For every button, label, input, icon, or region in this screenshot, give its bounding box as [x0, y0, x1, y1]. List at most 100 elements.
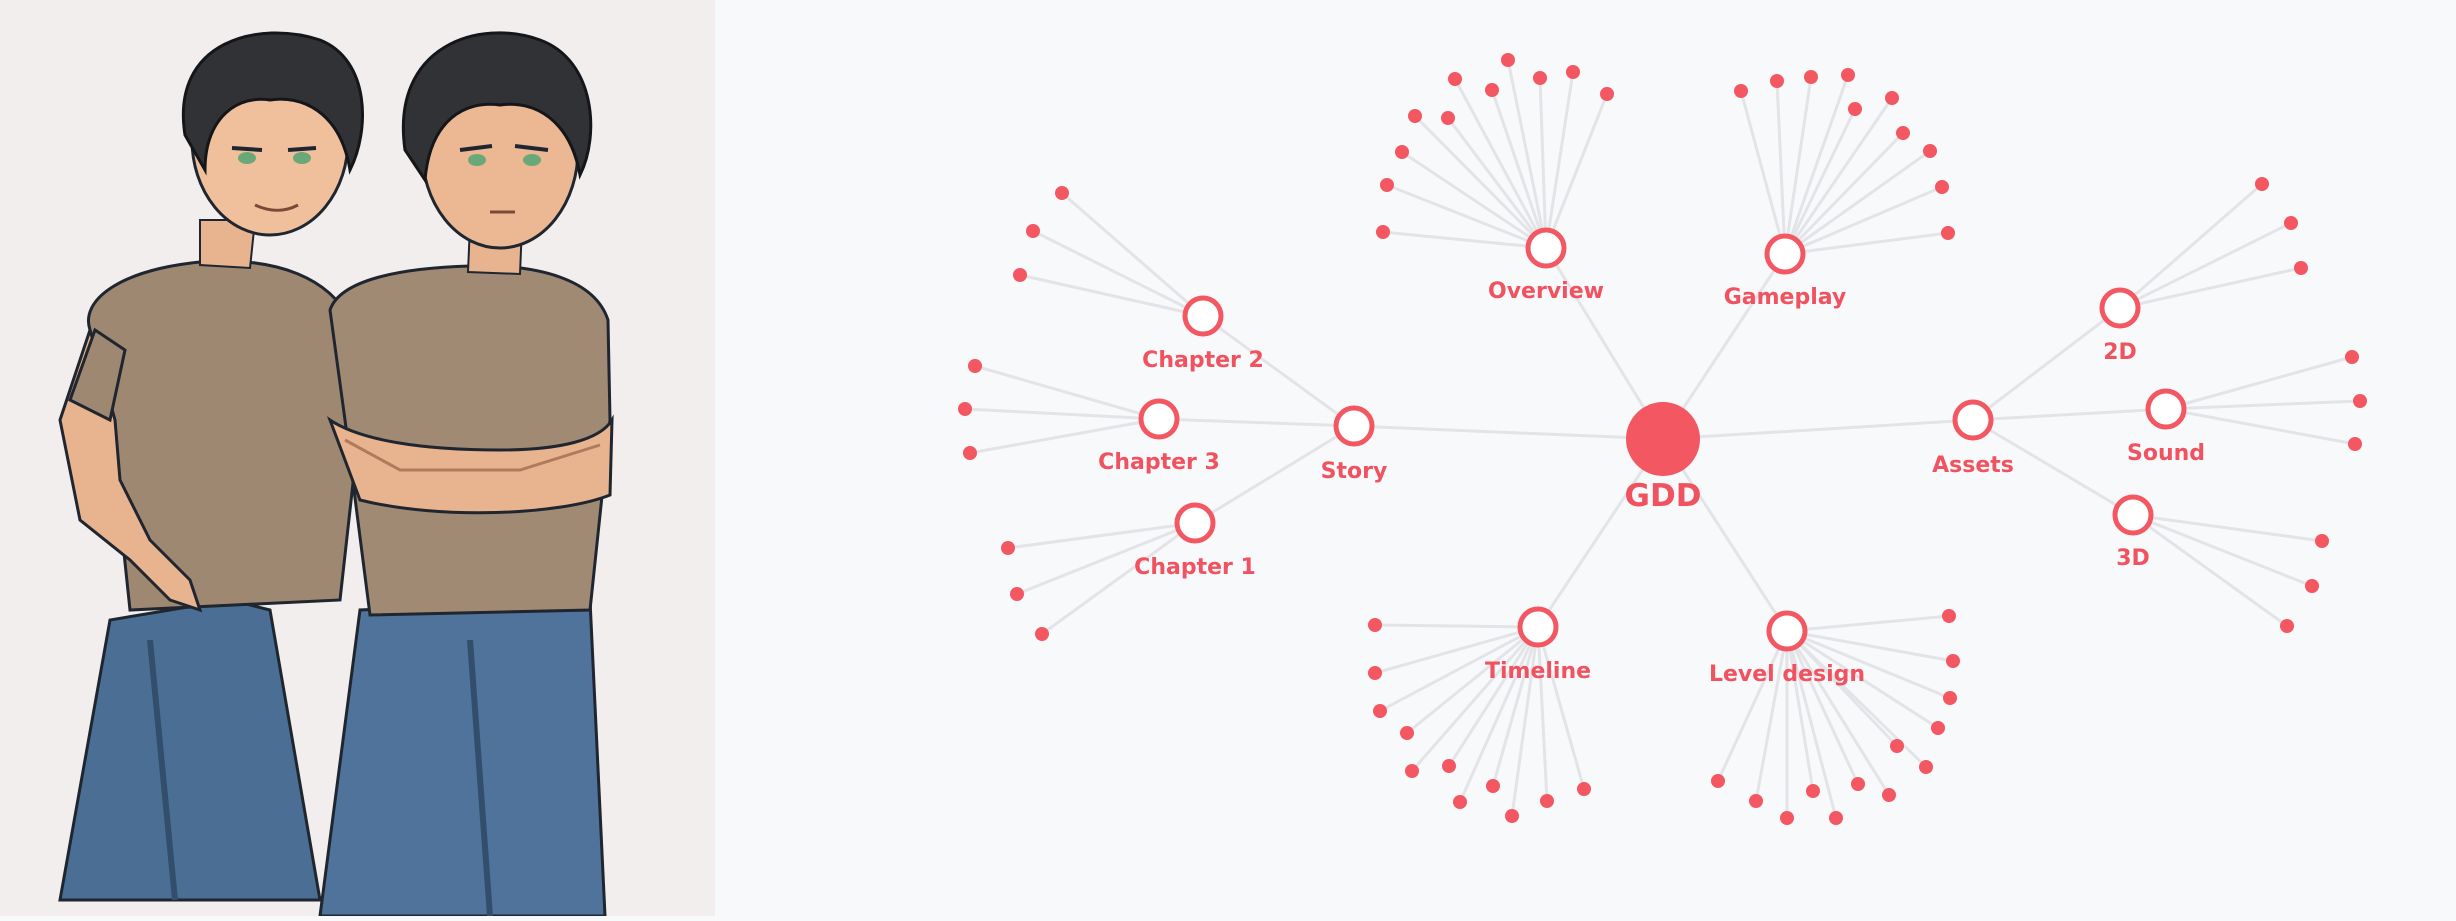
leaf-node[interactable] [1010, 587, 1024, 601]
leaf-node[interactable] [1055, 186, 1069, 200]
leaf-node[interactable] [1711, 774, 1725, 788]
leaf-node[interactable] [1943, 691, 1957, 705]
leaf-node[interactable] [1946, 654, 1960, 668]
leaf-node[interactable] [1935, 180, 1949, 194]
leaf-node[interactable] [2348, 437, 2362, 451]
leaf-node[interactable] [1577, 782, 1591, 796]
edge-root-assets [1662, 418, 1974, 441]
leaf-node[interactable] [1380, 178, 1394, 192]
leaf-node[interactable] [2345, 350, 2359, 364]
leaf-node[interactable] [2305, 579, 2319, 593]
root-node[interactable] [1626, 402, 1700, 476]
leaf-node[interactable] [1885, 91, 1899, 105]
leaf-node[interactable] [2315, 534, 2329, 548]
leaf-node[interactable] [1890, 739, 1904, 753]
leaf-node[interactable] [1919, 760, 1933, 774]
node-3d[interactable]: 3D [2112, 494, 2154, 571]
leaf-node[interactable] [1368, 618, 1382, 632]
leaf-node[interactable] [1734, 84, 1748, 98]
node-level-design[interactable]: Level design [1709, 610, 1865, 687]
leaf-node[interactable] [1448, 72, 1462, 86]
leaf-node[interactable] [1442, 759, 1456, 773]
leaf-node[interactable] [1848, 102, 1862, 116]
node-timeline[interactable]: Timeline [1485, 606, 1591, 684]
leaf-node[interactable] [2255, 177, 2269, 191]
leaf-node[interactable] [1806, 784, 1820, 798]
mind-map-canvas: GDD Overview Gameplay Assets Level desig… [958, 53, 2367, 825]
leaf-node[interactable] [1453, 795, 1467, 809]
leaf-node[interactable] [1395, 145, 1409, 159]
node-chapter-1[interactable]: Chapter 1 [1134, 502, 1256, 580]
node-timeline-circle[interactable] [1517, 606, 1559, 648]
edge-leaf-overview-5 [1453, 78, 1548, 249]
leaf-node[interactable] [1400, 726, 1414, 740]
node-chapter-3-circle[interactable] [1138, 398, 1180, 440]
leaf-node[interactable] [1942, 609, 1956, 623]
node-assets[interactable]: Assets [1932, 399, 2014, 478]
node-overview-circle[interactable] [1525, 227, 1567, 269]
leaf-node[interactable] [1408, 109, 1422, 123]
node-2d-circle[interactable] [2099, 287, 2141, 329]
edge-leaf-overview-9 [1544, 71, 1575, 249]
edge-leaf-overview-1 [1386, 183, 1547, 250]
node-story[interactable]: Story [1321, 405, 1388, 484]
leaf-node[interactable] [1540, 794, 1554, 808]
leaf-node[interactable] [2294, 261, 2308, 275]
node-gameplay[interactable]: Gameplay [1724, 233, 1847, 310]
leaf-node[interactable] [1505, 809, 1519, 823]
leaf-node[interactable] [1931, 721, 1945, 735]
leaf-node[interactable] [1441, 111, 1455, 125]
leaf-node[interactable] [1486, 779, 1500, 793]
leaf-node[interactable] [1851, 777, 1865, 791]
leaf-node[interactable] [1804, 70, 1818, 84]
node-gameplay-circle[interactable] [1764, 233, 1806, 275]
leaf-node[interactable] [958, 402, 972, 416]
edge-leaf-ch2-0 [1061, 191, 1204, 318]
leaf-node[interactable] [1600, 87, 1614, 101]
leaf-node[interactable] [1770, 74, 1784, 88]
leaf-node[interactable] [1882, 788, 1896, 802]
edge-leaf-timeline-6 [1458, 626, 1540, 803]
edge-leaf-gameplay-3 [1783, 74, 1850, 255]
node-level-design-circle[interactable] [1766, 610, 1808, 652]
leaf-node[interactable] [968, 359, 982, 373]
leaf-node[interactable] [1373, 704, 1387, 718]
leaf-node[interactable] [1368, 666, 1382, 680]
node-chapter-2[interactable]: Chapter 2 [1142, 295, 1264, 373]
edge-root-story [1353, 424, 1664, 441]
leaf-node[interactable] [1780, 811, 1794, 825]
leaf-node[interactable] [1566, 65, 1580, 79]
leaf-node[interactable] [1013, 268, 1027, 282]
node-assets-circle[interactable] [1952, 399, 1994, 441]
edge-leaf-d2-0 [2119, 182, 2263, 310]
leaf-node[interactable] [1026, 224, 1040, 238]
node-sound-circle[interactable] [2145, 388, 2187, 430]
leaf-node[interactable] [1829, 811, 1843, 825]
leaf-node[interactable] [2280, 619, 2294, 633]
node-chapter-3[interactable]: Chapter 3 [1098, 398, 1220, 475]
leaf-node[interactable] [1749, 794, 1763, 808]
edge-leaf-timeline-3 [1406, 625, 1539, 735]
leaf-node[interactable] [1035, 627, 1049, 641]
leaf-node[interactable] [1533, 71, 1547, 85]
node-sound[interactable]: Sound [2127, 388, 2205, 466]
leaf-node[interactable] [963, 446, 977, 460]
leaf-node[interactable] [1405, 764, 1419, 778]
node-3d-circle[interactable] [2112, 494, 2154, 536]
leaf-node[interactable] [1485, 83, 1499, 97]
node-story-circle[interactable] [1333, 405, 1375, 447]
leaf-node[interactable] [2284, 216, 2298, 230]
node-chapter-1-circle[interactable] [1174, 502, 1216, 544]
leaf-node[interactable] [1841, 68, 1855, 82]
node-overview[interactable]: Overview [1488, 227, 1604, 304]
leaf-node[interactable] [1376, 225, 1390, 239]
leaf-node[interactable] [1923, 144, 1937, 158]
leaf-node[interactable] [2353, 394, 2367, 408]
leaf-node[interactable] [1941, 226, 1955, 240]
node-chapter-2-circle[interactable] [1182, 295, 1224, 337]
edge-leaf-level-1 [1786, 629, 1954, 663]
leaf-node[interactable] [1001, 541, 1015, 555]
node-2d[interactable]: 2D [2099, 287, 2141, 365]
leaf-node[interactable] [1501, 53, 1515, 67]
leaf-node[interactable] [1896, 126, 1910, 140]
